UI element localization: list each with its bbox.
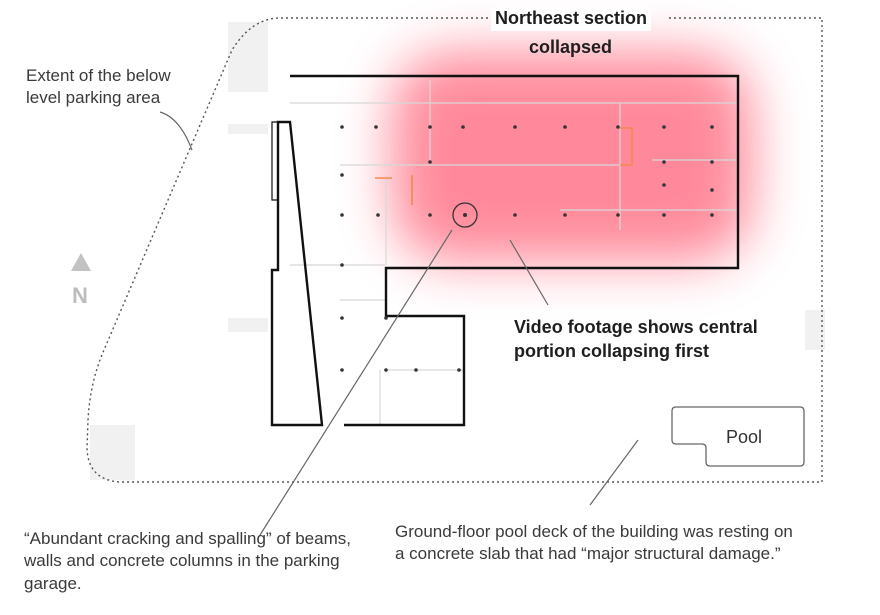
north-label: N xyxy=(72,283,88,308)
extent-label: Extent of the below level parking area xyxy=(26,66,171,108)
building-outline xyxy=(270,74,740,427)
parking-extent-boundary xyxy=(86,17,823,483)
building-outline-left-notch xyxy=(271,121,278,201)
collapse-zone xyxy=(392,52,752,262)
background-structure xyxy=(90,22,825,480)
extent-leader xyxy=(159,111,193,151)
north-arrow-icon xyxy=(71,253,91,271)
title-line-1: Northeast section xyxy=(491,7,652,31)
pool-outline xyxy=(671,406,805,467)
video-footage-label: Video footage shows central portion coll… xyxy=(514,317,758,361)
leader-lines xyxy=(159,111,639,536)
cracking-label: “Abundant cracking and spalling” of beam… xyxy=(24,529,351,593)
pool-deck-leader xyxy=(589,439,639,506)
video-leader xyxy=(509,239,549,306)
title-line-2: collapsed xyxy=(529,37,613,57)
cracking-leader xyxy=(259,229,453,536)
central-column-marker xyxy=(452,202,478,228)
orange-marks xyxy=(375,127,633,205)
pool-deck-label: Ground-floor pool deck of the building w… xyxy=(395,522,793,564)
pool-label: Pool xyxy=(726,427,763,447)
central-column xyxy=(463,213,467,217)
structural-columns xyxy=(340,125,714,372)
interior-walls xyxy=(290,80,738,425)
